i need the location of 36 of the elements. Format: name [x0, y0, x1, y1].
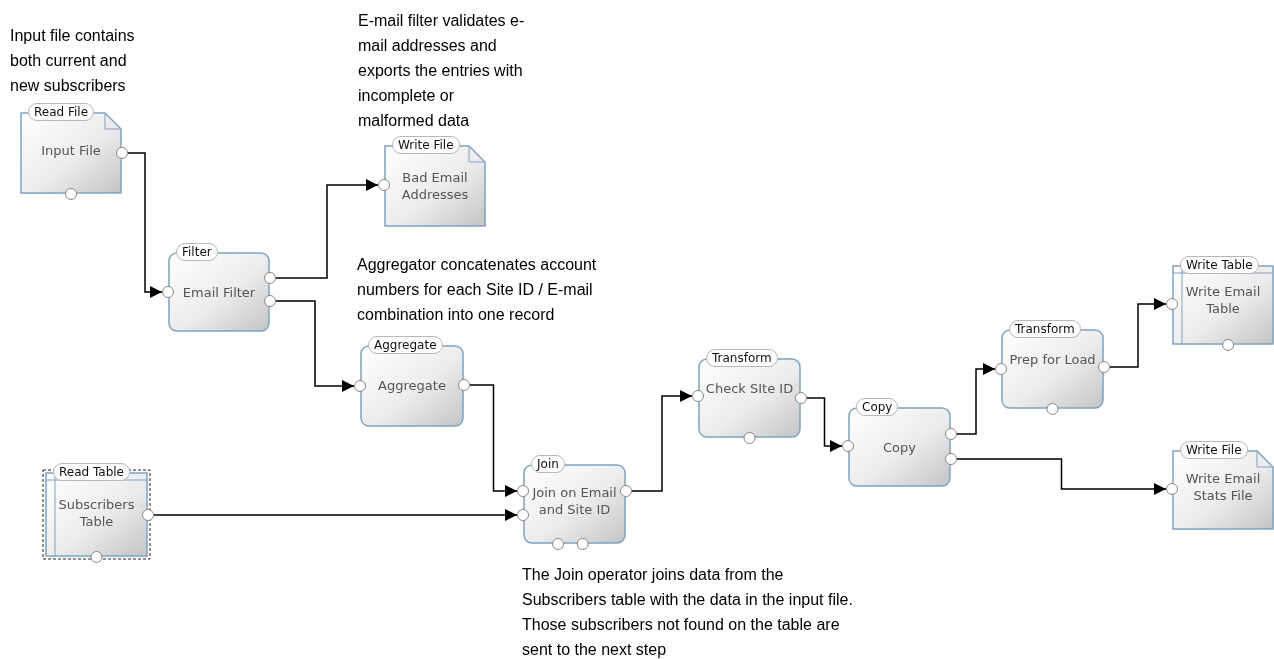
connector-arrow: [956, 458, 1167, 495]
node-label: Aggregate: [377, 377, 447, 394]
operator-tag: Transform: [1009, 320, 1081, 338]
operator-tag: Transform: [706, 349, 778, 367]
node-label: Prep for Load: [1008, 351, 1097, 368]
annotation-note: E-mail filter validates e-mail addresses and exports the entries with incomplete or malformed data: [358, 11, 526, 131]
connector-arrow: [127, 152, 163, 298]
node-label: Email Filter: [181, 284, 257, 301]
node-label: Copy: [882, 439, 917, 456]
operator-tag: Read Table: [53, 463, 130, 481]
connector-arrow: [1109, 298, 1167, 368]
node-label: Write Email Table: [1184, 283, 1262, 317]
connector-arrow: [275, 300, 355, 392]
operator-tag: Copy: [856, 398, 899, 416]
annotation-note: Input file contains both current and new subscribers: [10, 26, 136, 96]
operator-tag: Write Table: [1180, 256, 1259, 274]
node-label: Join on Email and Site ID: [530, 484, 618, 518]
operator-tag: Write File: [1180, 441, 1248, 459]
operator-tag: Filter: [176, 243, 218, 261]
operator-tag: Aggregate: [368, 336, 443, 354]
node-label: Write Email Stats File: [1184, 470, 1262, 504]
node-label: Check SIte ID: [704, 380, 795, 397]
node-label: Bad Email Addresses: [400, 169, 470, 203]
connector-arrow: [631, 390, 693, 492]
connector-arrow: [275, 179, 379, 279]
operator-tag: Read File: [28, 103, 95, 121]
connector-arrow: [806, 397, 843, 452]
annotation-note: The Join operator joins data from the Subscribers table with the data in the input file. Those subscribers not found on the table are sent to the next step: [522, 565, 854, 659]
node-label: Input File: [40, 142, 102, 159]
node-label: Subscribers Table: [57, 496, 136, 530]
connector-arrow: [469, 384, 518, 497]
connector-arrow: [153, 509, 518, 521]
annotation-note: Aggregator concatenates account numbers for each Site ID / E-mail combination into one record: [357, 255, 598, 325]
operator-tag: Write File: [392, 136, 460, 154]
connector-arrow: [956, 363, 996, 435]
operator-tag: Join: [531, 455, 565, 473]
